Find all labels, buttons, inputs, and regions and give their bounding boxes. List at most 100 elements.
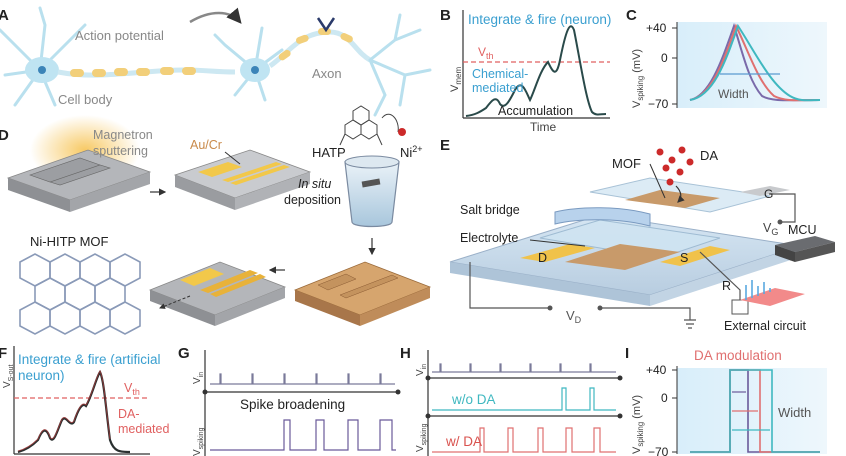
panel-c: C +40 0 −70 Vspiking(mV) Width bbox=[626, 7, 827, 111]
synapse-icon bbox=[316, 17, 336, 33]
c-trace-narrow bbox=[689, 22, 821, 102]
g-vspk-label: Vspiking bbox=[192, 427, 205, 456]
b-chemical-line2: mediated bbox=[472, 81, 523, 95]
c-tick-top: +40 bbox=[646, 21, 667, 35]
e-vg-label: VG bbox=[763, 221, 778, 237]
f-vth-label: Vth bbox=[124, 381, 140, 397]
i-pulse-wide bbox=[690, 369, 820, 453]
panel-letter-i: I bbox=[625, 345, 629, 362]
b-vth-label: Vth bbox=[478, 45, 494, 61]
e-vd-label: VD bbox=[566, 308, 582, 325]
f-title-1: Integrate & fire (artificial bbox=[18, 352, 161, 367]
h-vin-label: Vin bbox=[415, 364, 428, 376]
d-magnetron-1: Magnetron bbox=[93, 128, 153, 142]
d-substrate-1-side bbox=[8, 178, 70, 212]
panel-g: G Vin Spike broadening Vspiking bbox=[178, 345, 401, 456]
i-tick-mid: 0 bbox=[661, 391, 668, 405]
e-electrode-d bbox=[520, 244, 595, 262]
panel-letter-e: E bbox=[440, 137, 450, 154]
e-s-label: S bbox=[680, 251, 688, 265]
i-title: DA modulation bbox=[694, 348, 782, 363]
d-aucr: Au/Cr bbox=[190, 138, 222, 152]
e-external-pins bbox=[745, 280, 771, 300]
f-da-1: DA- bbox=[118, 407, 140, 421]
h-w-da: w/ DA bbox=[445, 434, 482, 449]
f-trace-dark bbox=[17, 369, 131, 454]
axon-mid bbox=[268, 29, 372, 69]
neuron-right-terminal bbox=[368, 13, 432, 117]
c-trace-wide bbox=[689, 23, 821, 102]
d-mask-pattern bbox=[29, 157, 111, 186]
c-trace-mid bbox=[689, 23, 821, 102]
d-beaker bbox=[344, 161, 400, 228]
d-deposition: deposition bbox=[284, 193, 341, 207]
g-input-pulses bbox=[210, 373, 395, 385]
d-magnetron-2: sputtering bbox=[93, 144, 148, 158]
f-trace-red bbox=[17, 370, 111, 452]
g-spike-pulses bbox=[210, 419, 396, 451]
d-chip-in-beaker bbox=[361, 178, 381, 188]
h-wo-da: w/o DA bbox=[451, 392, 496, 407]
panel-letter-f: F bbox=[0, 345, 7, 362]
d-substrate-1-front bbox=[70, 172, 150, 212]
panel-letter-b: B bbox=[440, 7, 451, 24]
myelin-mid bbox=[278, 28, 353, 61]
b-chemical-line1: Chemical- bbox=[472, 67, 528, 81]
neuron-mid-dendrites bbox=[213, 26, 284, 102]
e-mcu bbox=[775, 236, 835, 252]
e-d-label: D bbox=[538, 251, 547, 265]
d-electrode-pad-1 bbox=[198, 162, 242, 177]
e-gate bbox=[740, 186, 790, 196]
e-external-board bbox=[740, 288, 805, 306]
panel-h: H Vin w/o DA w/ DA Vspiking bbox=[400, 345, 623, 456]
panel-i: I +40 0 −70 Vspiking(mV) DA modulation W… bbox=[625, 345, 827, 456]
c-tick-bot: −70 bbox=[648, 97, 669, 111]
label-axon: Axon bbox=[312, 66, 342, 81]
panel-f: F Integrate & fire (artificial neuron) V… bbox=[0, 345, 169, 455]
f-ylabel: VS-out bbox=[2, 365, 15, 388]
e-ground-icon bbox=[684, 319, 696, 329]
f-da-2: mediated bbox=[118, 422, 169, 436]
panel-letter-d: D bbox=[0, 127, 9, 144]
d-ni: Ni2+ bbox=[400, 144, 423, 160]
e-r-label: R bbox=[722, 279, 731, 293]
panel-letter-h: H bbox=[400, 345, 411, 362]
e-g-label: G bbox=[764, 187, 773, 201]
i-width-label: Width bbox=[778, 405, 811, 420]
g-vin-label: Vin bbox=[192, 372, 205, 384]
neuron-left-dendrites bbox=[0, 6, 87, 107]
d-mof-lattice bbox=[19, 253, 141, 335]
nucleus-left bbox=[38, 66, 46, 74]
f-title-2: neuron) bbox=[18, 368, 65, 383]
myelin-left bbox=[70, 67, 196, 77]
b-title: Integrate & fire (neuron) bbox=[468, 12, 611, 27]
b-accumulation: Accumulation bbox=[498, 104, 573, 118]
h-vspk-label: Vspiking bbox=[415, 423, 428, 452]
e-electrolyte-label: Electrolyte bbox=[460, 231, 518, 245]
label-cell-body: Cell body bbox=[58, 92, 113, 107]
e-salt-bridge bbox=[554, 207, 651, 227]
d-hatp-molecule bbox=[339, 105, 399, 146]
panel-e: E bbox=[440, 137, 835, 333]
b-ylabel: Vmem bbox=[449, 67, 463, 92]
e-da-molecules bbox=[656, 146, 694, 186]
panel-letter-c: C bbox=[626, 7, 637, 24]
e-top-mof bbox=[625, 190, 720, 208]
i-tick-bot: −70 bbox=[648, 445, 669, 456]
c-width-label: Width bbox=[718, 87, 749, 101]
panel-d: D Magnetron sputtering Au/Cr HAT bbox=[0, 105, 432, 335]
d-hatp: HATP bbox=[312, 145, 346, 160]
panel-letter-g: G bbox=[178, 345, 190, 362]
d-ni-ion bbox=[398, 128, 406, 136]
h-trace-wo-da bbox=[432, 387, 616, 411]
signal-arrow bbox=[189, 7, 242, 24]
e-salt-bridge-label: Salt bridge bbox=[460, 203, 520, 217]
h-input-pulses bbox=[432, 363, 616, 373]
b-membrane-trace bbox=[465, 25, 607, 117]
d-insitu: In situ bbox=[298, 177, 331, 191]
panel-letter-a: A bbox=[0, 7, 9, 24]
e-da-label: DA bbox=[700, 148, 718, 163]
e-mof-channel bbox=[565, 244, 680, 270]
